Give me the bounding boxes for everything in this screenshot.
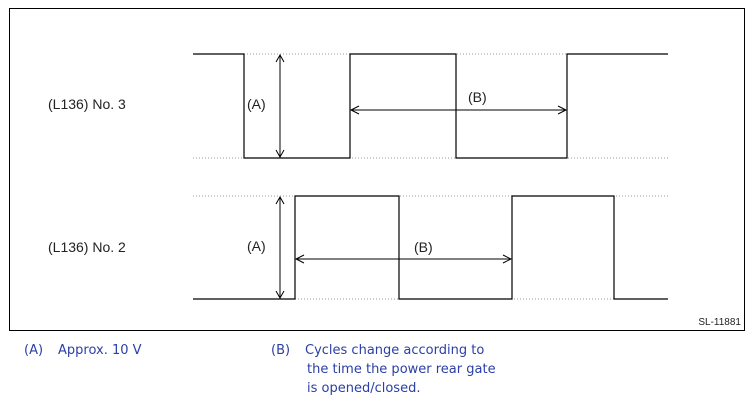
signal-label-no3: (L136) No. 3 — [48, 96, 126, 112]
diagram-frame — [9, 8, 745, 331]
no2-dim-b-label: (B) — [414, 239, 433, 255]
no2-waveform — [193, 195, 668, 300]
legend-text-b-line1: Cycles change according to — [305, 343, 485, 358]
legend-key-b: (B) — [271, 343, 291, 358]
no3-dim-b-label: (B) — [468, 89, 487, 105]
legend-text-b-line3: is opened/closed. — [307, 381, 421, 396]
legend-item-b: (B) Cycles change according to the time t… — [271, 341, 496, 398]
no2-dim-a-label: (A) — [247, 238, 266, 254]
legend-item-a: (A) Approx. 10 V — [24, 341, 142, 360]
no3-dim-a-label: (A) — [247, 96, 266, 112]
legend-key-a: (A) — [24, 343, 44, 358]
signal-label-no2: (L136) No. 2 — [48, 239, 126, 255]
legend-text-b-line2: the time the power rear gate — [307, 362, 496, 377]
legend-text-a-line1: Approx. 10 V — [58, 343, 142, 358]
figure-id: SL-11881 — [698, 317, 741, 328]
no3-waveform — [193, 53, 668, 159]
